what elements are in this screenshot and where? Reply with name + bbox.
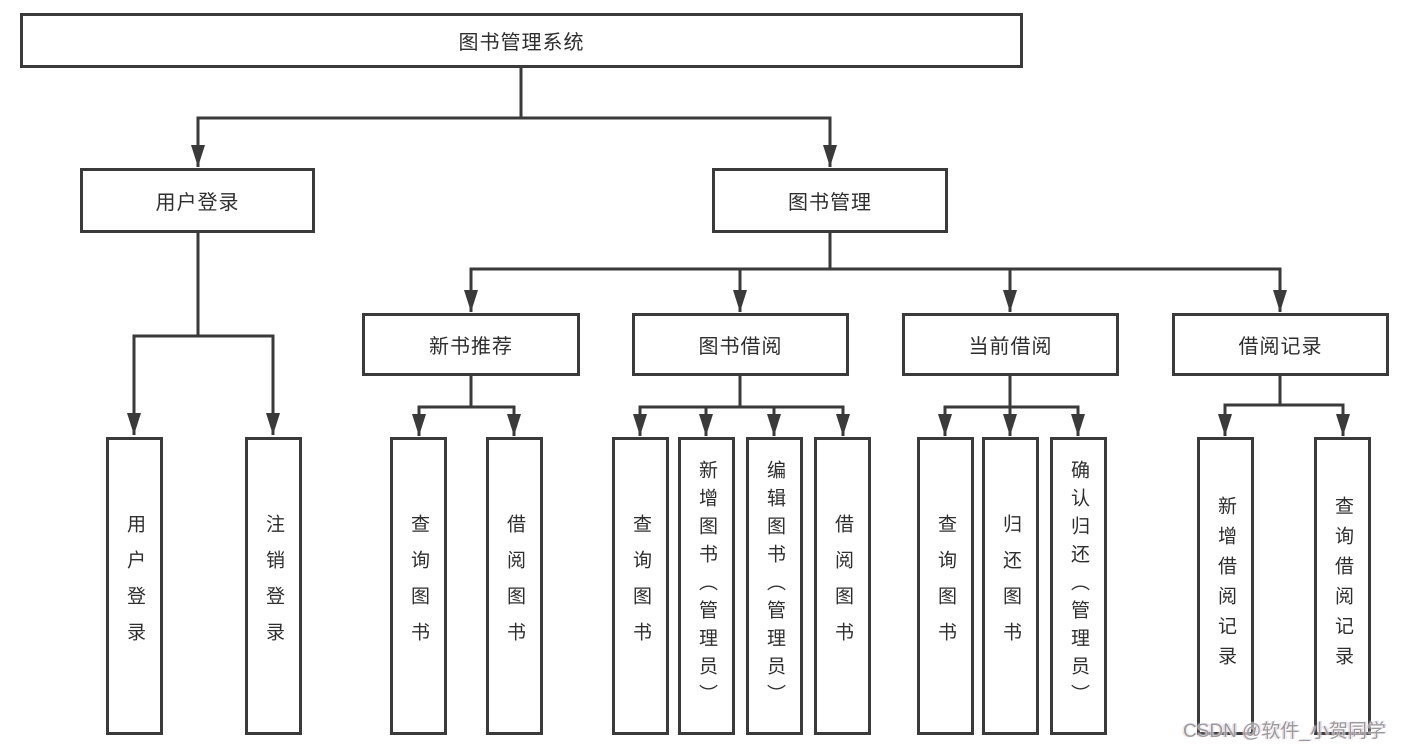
node-user-login-action: 用户登录 bbox=[106, 437, 163, 735]
node-current-borrowing: 当前借阅 bbox=[902, 313, 1119, 376]
node-recommend-borrow-book: 借阅图书 bbox=[486, 437, 543, 735]
node-label: 借阅记录 bbox=[1238, 336, 1323, 358]
node-label: 新书推荐 bbox=[429, 336, 513, 358]
node-user-login: 用户登录 bbox=[80, 168, 315, 233]
node-label: 当前借阅 bbox=[968, 336, 1053, 358]
node-label: 归还图书 bbox=[1000, 514, 1021, 658]
node-label: 用户登录 bbox=[155, 192, 240, 214]
node-label: 注销登录 bbox=[263, 514, 284, 658]
node-query-borrow-record: 查询借阅记录 bbox=[1314, 437, 1371, 735]
node-library-management-system: 图书管理系统 bbox=[20, 13, 1023, 68]
node-confirm-return-admin: 确认归还（管理员） bbox=[1050, 437, 1107, 735]
node-book-management: 图书管理 bbox=[712, 168, 948, 233]
node-new-book-recommendation: 新书推荐 bbox=[362, 313, 580, 376]
node-borrowing-records: 借阅记录 bbox=[1172, 313, 1389, 376]
node-current-query-book: 查询图书 bbox=[917, 437, 974, 735]
node-borrowing-query-book: 查询图书 bbox=[612, 437, 669, 735]
node-logout-action: 注销登录 bbox=[245, 437, 302, 735]
node-label: 图书管理 bbox=[788, 192, 872, 214]
node-book-borrowing: 图书借阅 bbox=[632, 313, 849, 376]
node-add-borrow-record: 新增借阅记录 bbox=[1197, 437, 1254, 735]
node-label: 新增图书（管理员） bbox=[696, 460, 717, 712]
node-label: 图书借阅 bbox=[698, 336, 783, 358]
node-label: 借阅图书 bbox=[504, 514, 525, 658]
node-label: 确认归还（管理员） bbox=[1068, 460, 1089, 712]
node-label: 用户登录 bbox=[124, 514, 145, 658]
node-label: 图书管理系统 bbox=[458, 32, 585, 54]
node-return-book: 归还图书 bbox=[982, 437, 1039, 735]
node-add-book-admin: 新增图书（管理员） bbox=[678, 437, 735, 735]
node-label: 新增借阅记录 bbox=[1215, 496, 1236, 676]
node-edit-book-admin: 编辑图书（管理员） bbox=[746, 437, 803, 735]
node-label: 查询图书 bbox=[935, 514, 956, 658]
node-label: 查询图书 bbox=[630, 514, 651, 658]
node-borrowing-borrow-book: 借阅图书 bbox=[814, 437, 871, 735]
node-label: 借阅图书 bbox=[832, 514, 853, 658]
node-label: 查询借阅记录 bbox=[1332, 496, 1353, 676]
node-label: 编辑图书（管理员） bbox=[764, 460, 785, 712]
node-label: 查询图书 bbox=[408, 514, 429, 658]
node-recommend-query-book: 查询图书 bbox=[390, 437, 447, 735]
